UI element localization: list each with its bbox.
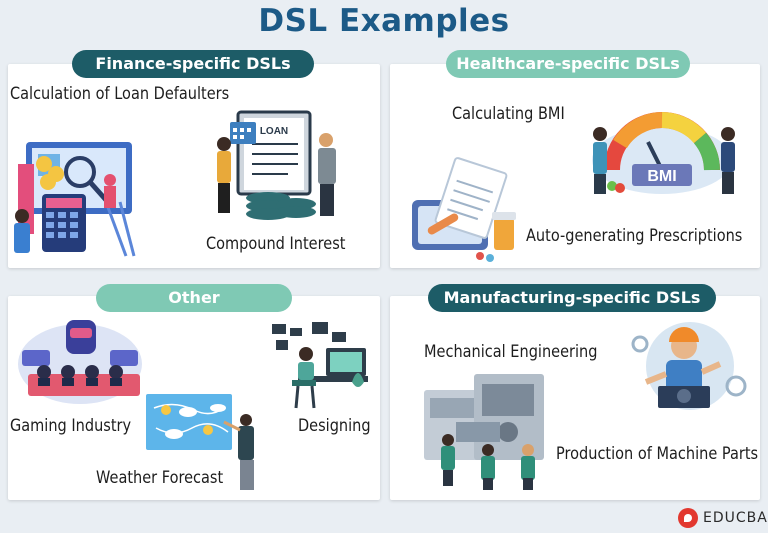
other-panel: Gaming Industry Designing Weather Foreca… <box>8 296 380 500</box>
manufacturing-heading: Manufacturing-specific DSLs <box>428 284 716 312</box>
loan-analysis-illustration <box>14 142 136 257</box>
calculating-bmi-label: Calculating BMI <box>452 104 565 123</box>
gaming-illustration <box>18 320 142 404</box>
educba-logo-icon <box>678 508 698 528</box>
loan-defaulters-label: Calculation of Loan Defaulters <box>10 84 230 103</box>
prescription-illustration <box>412 157 516 262</box>
weather-forecast-label: Weather Forecast <box>96 468 224 487</box>
bmi-gauge-text: BMI <box>647 168 676 185</box>
finance-panel: Calculation of Loan Defaulters Compound … <box>8 64 380 268</box>
compound-interest-label: Compound Interest <box>206 234 346 253</box>
educba-logo-text: EDUCBA <box>703 510 768 526</box>
designing-illustration <box>272 322 368 409</box>
other-heading: Other <box>96 284 292 312</box>
prescriptions-label: Auto-generating Prescriptions <box>526 226 743 245</box>
mechanical-engineering-label: Mechanical Engineering <box>424 342 598 361</box>
bmi-gauge-illustration: BMI <box>592 112 735 194</box>
healthcare-heading: Healthcare-specific DSLs <box>446 50 690 78</box>
weather-forecast-illustration <box>146 394 254 490</box>
loan-document-illustration: LOAN <box>217 110 336 220</box>
healthcare-panel: Calculating BMI Auto-generating Prescrip… <box>390 64 760 268</box>
loan-doc-text: LOAN <box>260 126 288 137</box>
machine-parts-label: Production of Machine Parts <box>556 444 759 463</box>
machinery-illustration <box>424 374 544 490</box>
page-title: DSL Examples <box>258 3 510 39</box>
finance-heading: Finance-specific DSLs <box>72 50 314 78</box>
gaming-industry-label: Gaming Industry <box>10 416 132 435</box>
manufacturing-panel: Mechanical Engineering Production of Mac… <box>390 296 760 500</box>
educba-logo: EDUCBA <box>678 506 768 530</box>
designing-label: Designing <box>298 416 371 435</box>
engineer-illustration <box>631 322 747 410</box>
